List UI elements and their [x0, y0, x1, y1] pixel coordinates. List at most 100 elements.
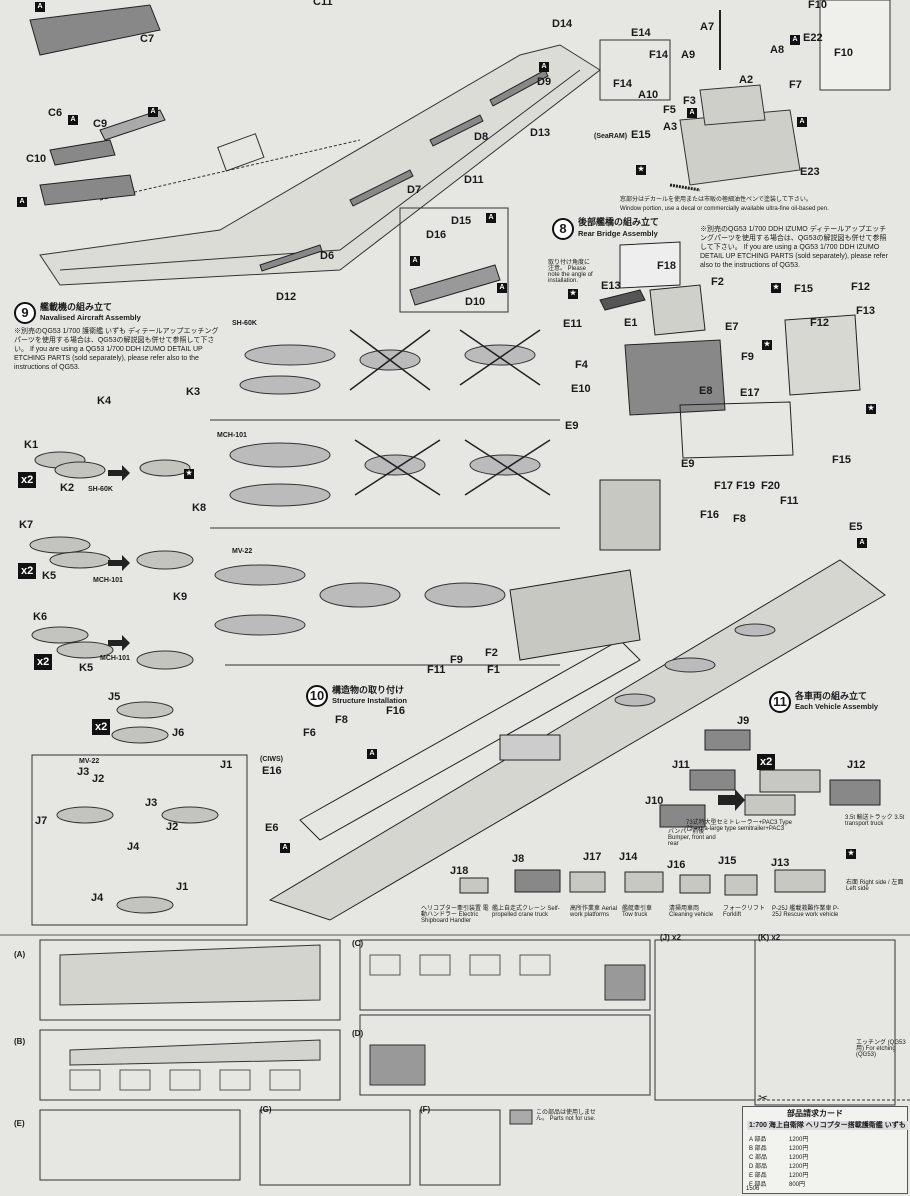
part-label-e9: E9	[565, 420, 579, 432]
card-row-e-price: 1200円	[789, 1173, 809, 1179]
part-label-e1: E1	[624, 317, 638, 329]
star-mark: ★	[184, 469, 194, 479]
card-row-d-price: 1200円	[789, 1164, 809, 1170]
part-label-j7: J7	[35, 815, 48, 827]
part-label-f14b: F14	[613, 78, 632, 90]
part-label-f8b: F8	[335, 714, 348, 726]
part-label-e9b: E9	[681, 458, 695, 470]
part-label-j4: J4	[127, 841, 140, 853]
part-label-e16: E16	[262, 765, 282, 777]
sprue-a-marker: A	[148, 107, 158, 117]
sprue-a-marker: A	[790, 35, 800, 45]
vehicle-label-j10: J10	[645, 795, 664, 807]
step-9-note-jp: ※別売のQG53 1/700 護衛艦 いずも ディテールアップエッチングパーツを…	[14, 328, 219, 353]
part-label-k7: K7	[19, 519, 34, 531]
sprue-label-g: (G)	[260, 1105, 272, 1114]
aircraft-label-mch101-c: MCH-101	[100, 655, 130, 662]
part-label-c6: C6	[48, 107, 63, 119]
part-label-d14: D14	[552, 18, 573, 30]
sprue-a-marker: A	[367, 749, 377, 759]
part-label-f15b: F15	[832, 454, 851, 466]
part-label-f17: F17	[714, 480, 733, 492]
part-label-d9: D9	[537, 76, 552, 88]
vehicle-label-j13: J13	[771, 857, 790, 869]
part-label-f8: F8	[733, 513, 746, 525]
part-label-d16: D16	[426, 229, 447, 241]
part-label-k1: K1	[24, 439, 39, 451]
vehicle-desc-j17: 高所作業車 Aerial work platforms	[570, 906, 618, 918]
part-label-j2: J2	[92, 773, 105, 785]
step-11-title-en: Each Vehicle Assembly	[795, 702, 879, 711]
part-label-f6: F6	[303, 727, 316, 739]
part-label-f10b: F10	[834, 47, 853, 59]
part-label-f11b: F11	[427, 664, 446, 676]
part-label-j1: J1	[220, 759, 233, 771]
vehicle-label-j12: J12	[847, 759, 866, 771]
part-label-d10: D10	[465, 296, 486, 308]
part-label-d13: D13	[530, 127, 551, 139]
part-label-e5: E5	[849, 521, 863, 533]
vehicle-desc-j14: 艦艇牽引車 Tow truck	[622, 906, 653, 918]
part-label-a2: A2	[739, 74, 754, 86]
part-label-a7: A7	[700, 21, 715, 33]
part-label-f5: F5	[663, 104, 676, 116]
part-label-f4: F4	[575, 359, 588, 371]
part-label-f18: F18	[657, 260, 676, 272]
card-row-b: B 部品	[749, 1146, 767, 1152]
vehicle-label-j14: J14	[619, 851, 638, 863]
sprue-a-marker: A	[539, 62, 549, 72]
part-label-k4: K4	[97, 395, 112, 407]
quantity-x2-badge: x2	[34, 654, 53, 670]
vehicle-desc-j15: フォークリフト Forklift	[723, 906, 766, 918]
part-label-j6: J6	[172, 727, 185, 739]
part-label-f7: F7	[789, 79, 802, 91]
part-label-c10: C10	[26, 153, 47, 165]
part-label-e17: E17	[740, 387, 760, 399]
vehicle-label-j11: J11	[672, 759, 690, 771]
part-label-k6: K6	[33, 611, 48, 623]
sprue-a-marker: A	[687, 108, 697, 118]
part-label-e15: E15	[631, 129, 651, 141]
part-label-k8: K8	[192, 502, 207, 514]
vehicle-desc-j11: 73式特大型セミトレーラー+PAC3 Type 73 extra-large t…	[686, 820, 792, 832]
part-label-j1b: J1	[176, 881, 189, 893]
star-mark: ★	[762, 340, 772, 350]
part-label-f16b: F16	[386, 705, 405, 717]
step-9-note-en: If you are using a QG53 1/700 DDH IZUMO …	[14, 346, 203, 371]
sprue-label-e: (E)	[14, 1119, 25, 1128]
part-label-f16: F16	[700, 509, 719, 521]
part-label-j5: J5	[108, 691, 121, 703]
vehicle-label-j15: J15	[718, 855, 737, 867]
part-label-k5b: K5	[79, 662, 94, 674]
card-row-e: E 部品	[749, 1173, 767, 1179]
part-label-f14: F14	[649, 49, 668, 61]
sprue-label-k: (K) x2	[758, 933, 781, 942]
card-row-c-price: 1200円	[789, 1155, 809, 1161]
step-10-badge: 10	[306, 685, 328, 707]
sprue-label-f: (F)	[420, 1105, 431, 1114]
part-label-f15: F15	[794, 283, 813, 295]
step-11-title-jp: 各車両の組み立て	[795, 691, 868, 701]
part-label-k2: K2	[60, 482, 75, 494]
vehicle-label-j16: J16	[667, 859, 686, 871]
part-label-f1: F1	[487, 664, 500, 676]
sprue-label-c: (C)	[352, 939, 364, 948]
part-label-f9: F9	[741, 351, 754, 363]
star-mark: ★	[866, 404, 876, 414]
step-8-note: ※別売のQG53 1/700 DDH IZUMO ディテールアップエッチングパー…	[700, 225, 890, 270]
sprue-a-marker: A	[486, 213, 496, 223]
vehicle-desc-j12: 3.5t 輸送トラック 3.5t transport truck	[845, 815, 905, 827]
quantity-x2-badge: x2	[18, 472, 37, 488]
card-row-b-price: 1200円	[789, 1146, 809, 1152]
aircraft-label-mch101-b: MCH-101	[93, 577, 123, 584]
ciws-label: (CIWS)	[260, 756, 283, 763]
part-label-e8: E8	[699, 385, 713, 397]
part-label-e23: E23	[800, 166, 820, 178]
card-subtitle: 1:700 海上自衛隊 ヘリコプター搭載護衛艦 いずも	[747, 1121, 908, 1130]
part-label-k5: K5	[42, 570, 57, 582]
step-9-badge: 9	[14, 302, 36, 324]
step-9-title-en: Navalised Aircraft Assembly	[40, 313, 141, 322]
step-8-title-en: Rear Bridge Assembly	[578, 229, 658, 238]
window-note-en: Window portion, use a decal or commercia…	[620, 206, 829, 212]
